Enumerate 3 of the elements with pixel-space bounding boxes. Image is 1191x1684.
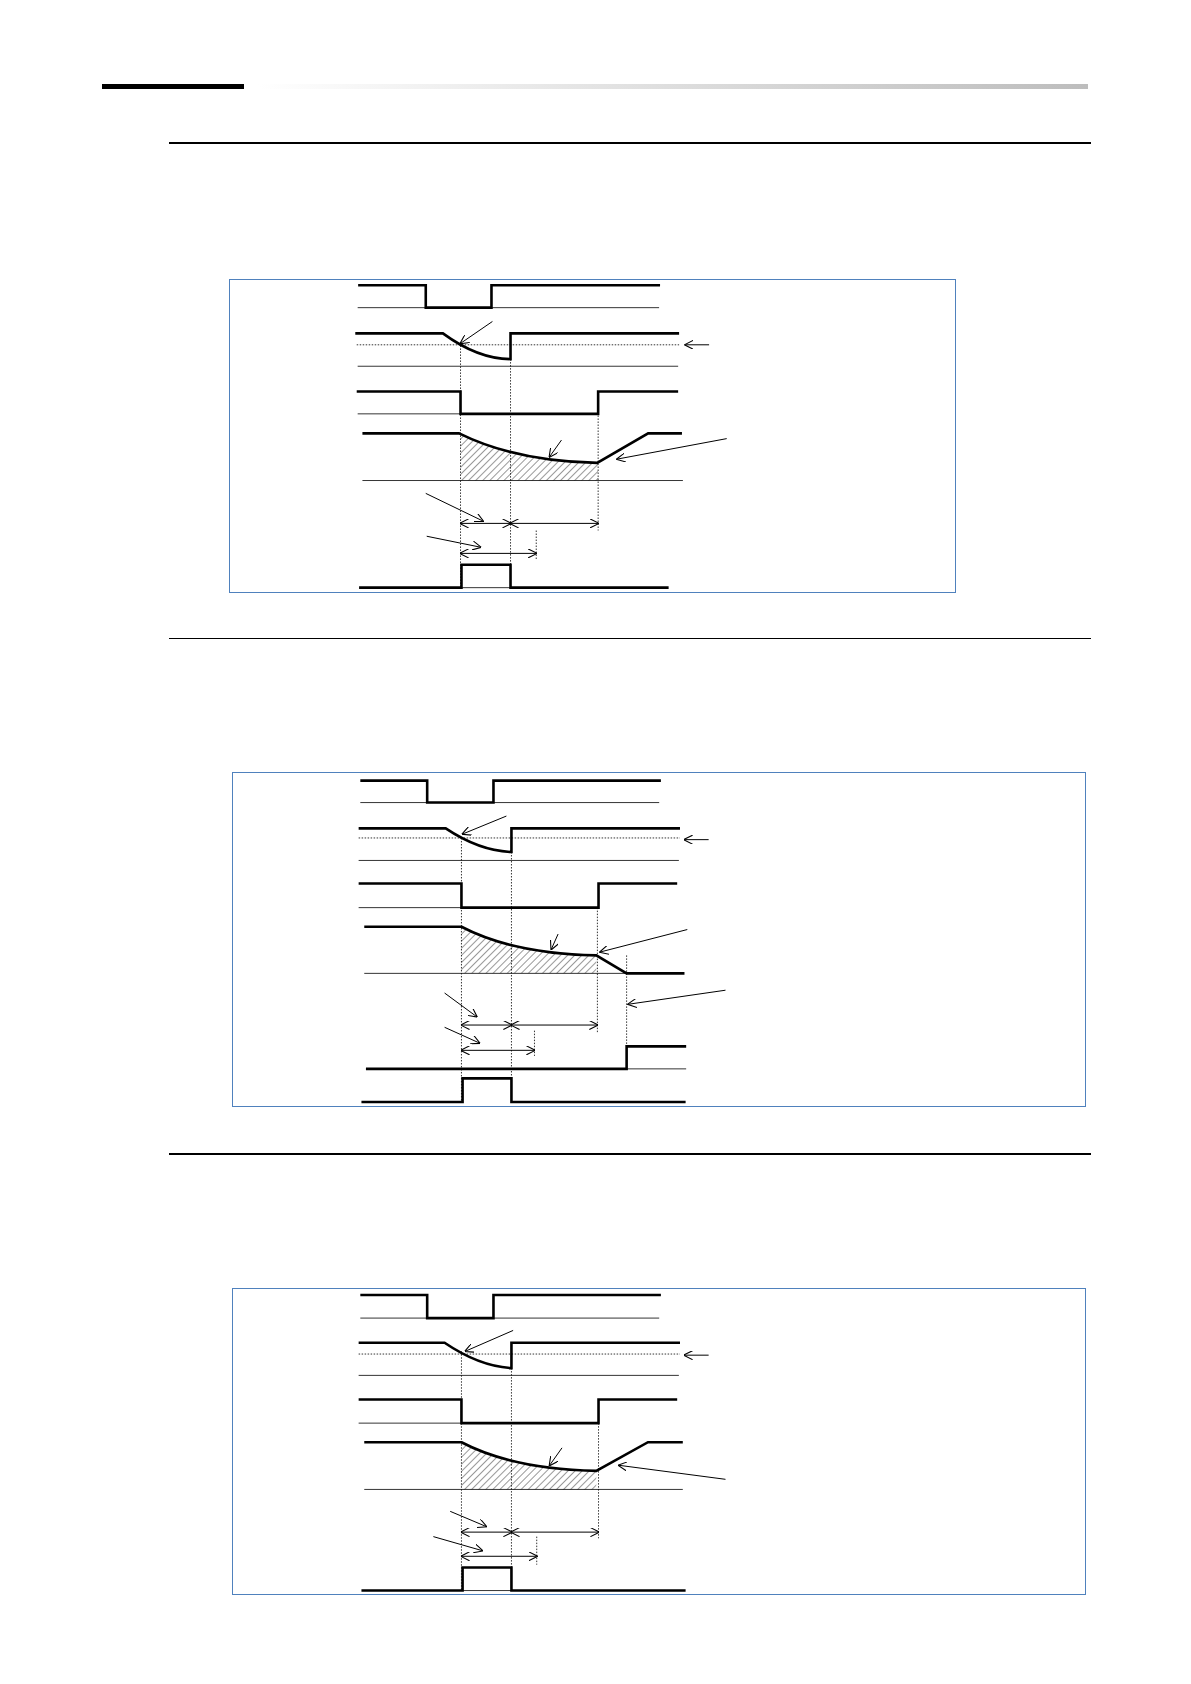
diagram-panel: [232, 772, 1086, 1107]
diagram-panel: [229, 279, 956, 593]
diagram-panel: [232, 1288, 1086, 1595]
